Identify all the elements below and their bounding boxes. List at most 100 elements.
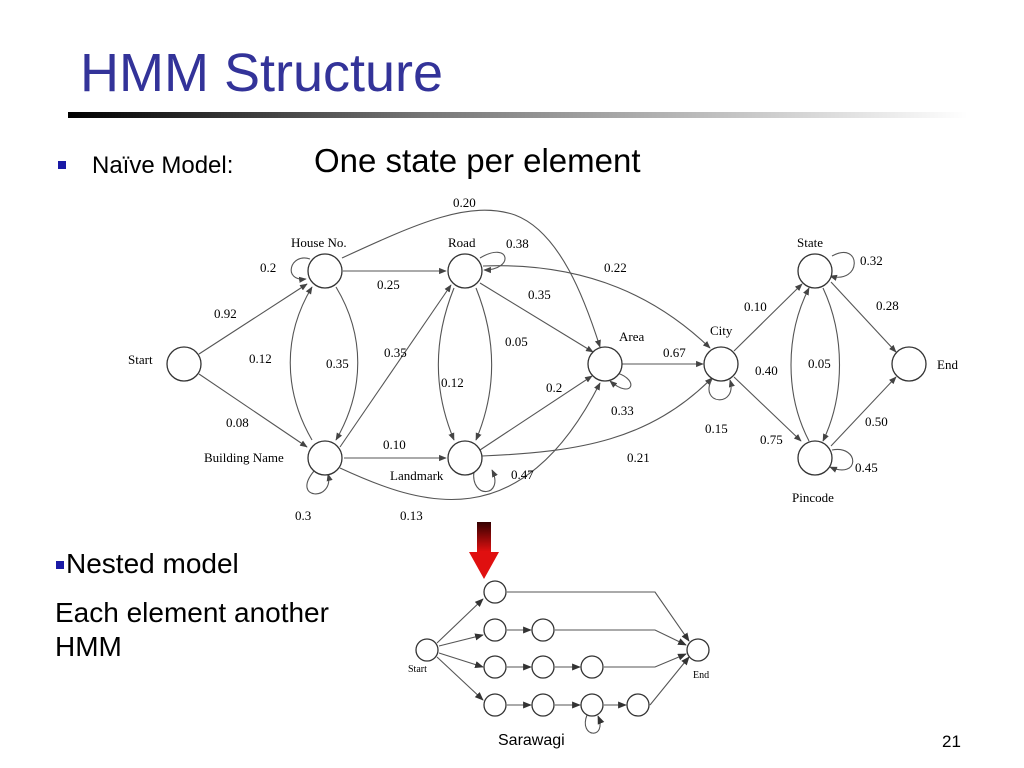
- nested-label-end: End: [693, 670, 709, 681]
- prob-label: 0.75: [760, 432, 783, 447]
- title-underline: [68, 112, 968, 118]
- label-building-name: Building Name: [204, 450, 284, 465]
- edge-start-house: [198, 283, 308, 355]
- nested-node: [580, 693, 604, 717]
- prob-label: 0.10: [744, 299, 767, 314]
- prob-label: 0.33: [611, 403, 634, 418]
- prob-label: 0.67: [663, 345, 686, 360]
- prob-label: 0.20: [453, 195, 476, 210]
- prob-label: 0.45: [855, 460, 878, 475]
- prob-label: 0.40: [755, 363, 778, 378]
- label-road: Road: [448, 235, 476, 250]
- edge-road-landmark: [475, 287, 493, 441]
- nested-description: Each element another HMM: [55, 596, 329, 664]
- edge-road-area: [479, 282, 594, 353]
- selfloop-house: [290, 257, 311, 283]
- nested-node: [626, 693, 650, 717]
- node-building-name: [307, 440, 343, 476]
- edge-start-building: [198, 373, 308, 448]
- edge-building-area: [339, 382, 601, 500]
- edge-pincode-state: [822, 287, 840, 442]
- prob-label: 0.05: [505, 334, 528, 349]
- selfloop-road: [479, 251, 506, 274]
- naive-model-node-labels: Start House No. Building Name Road Landm…: [128, 235, 958, 505]
- label-area: Area: [619, 329, 644, 344]
- edge-city-pincode-b: [790, 287, 810, 442]
- edge-building-house: [289, 286, 313, 441]
- down-arrow-icon: [469, 522, 499, 579]
- prob-label: 0.10: [383, 437, 406, 452]
- naive-model-edges: [198, 209, 897, 500]
- selfloop-landmark: [473, 469, 498, 493]
- label-state: State: [797, 235, 823, 250]
- node-house-no: [307, 253, 343, 289]
- prob-label: 0.32: [860, 253, 883, 268]
- prob-label: 0.12: [249, 351, 272, 366]
- footer-author: Sarawagi: [498, 732, 565, 749]
- edge-state-end: [830, 281, 897, 353]
- prob-label: 0.35: [326, 356, 349, 371]
- edge-house-building: [335, 286, 359, 441]
- edge-city-pincode-a: [733, 376, 802, 442]
- edge-building-road: [339, 284, 452, 448]
- label-landmark: Landmark: [390, 468, 444, 483]
- prob-label: 0.47: [511, 467, 534, 482]
- edge-landmark-city: [481, 377, 713, 457]
- slide-title: HMM Structure: [80, 43, 444, 103]
- nested-node: [483, 618, 507, 642]
- selfloop-city: [708, 378, 735, 401]
- node-pincode: [797, 440, 833, 476]
- prob-label: 0.25: [377, 277, 400, 292]
- prob-label: 0.08: [226, 415, 249, 430]
- nested-model-diagram: Start End: [408, 580, 710, 734]
- nested-node-end: [686, 638, 710, 662]
- node-road: [447, 253, 483, 289]
- label-pincode: Pincode: [792, 490, 834, 505]
- edge-road-city: [482, 265, 711, 349]
- prob-label: 0.35: [528, 287, 551, 302]
- edge-landmark-road: [437, 287, 455, 441]
- node-area: [587, 346, 623, 382]
- edge-house-area: [341, 209, 601, 348]
- selfloop-building: [306, 470, 333, 495]
- prob-label: 0.21: [627, 450, 650, 465]
- label-city: City: [710, 323, 733, 338]
- nested-node: [483, 693, 507, 717]
- nested-node: [580, 655, 604, 679]
- prob-label: 0.13: [400, 508, 423, 523]
- prob-label: 0.22: [604, 260, 627, 275]
- node-start: [166, 346, 202, 382]
- label-end: End: [937, 357, 958, 372]
- nested-label-start: Start: [408, 664, 427, 675]
- selfloop-state: [829, 252, 855, 281]
- nested-node: [531, 655, 555, 679]
- node-city: [703, 346, 739, 382]
- bullet-square-icon: [58, 161, 66, 169]
- bullet-nested-text: Nested model: [66, 548, 239, 579]
- page-number: 21: [942, 732, 961, 751]
- nested-node-start: [415, 638, 439, 662]
- nested-description-line-2: HMM: [55, 631, 122, 662]
- prob-label: 0.05: [808, 356, 831, 371]
- bullet-square-icon: [56, 561, 64, 569]
- prob-label: 0.15: [705, 421, 728, 436]
- edge-city-state: [733, 283, 803, 352]
- nested-node: [483, 580, 507, 604]
- label-house-no: House No.: [291, 235, 347, 250]
- edge-pincode-end: [830, 376, 897, 447]
- edge-landmark-area: [479, 375, 593, 451]
- prob-label: 0.2: [546, 380, 562, 395]
- prob-label: 0.3: [295, 508, 311, 523]
- selfloop-pincode: [829, 449, 854, 473]
- nested-description-line-1: Each element another: [55, 597, 329, 628]
- prob-label: 0.35: [384, 345, 407, 360]
- prob-label: 0.28: [876, 298, 899, 313]
- label-start: Start: [128, 352, 153, 367]
- selfloop-area: [609, 372, 632, 390]
- prob-label: 0.12: [441, 375, 464, 390]
- node-end: [891, 346, 927, 382]
- node-state: [797, 253, 833, 289]
- nested-model-edges: [436, 591, 690, 734]
- nested-model-nodes: [415, 580, 710, 717]
- bullet-main-text: One state per element: [314, 142, 641, 179]
